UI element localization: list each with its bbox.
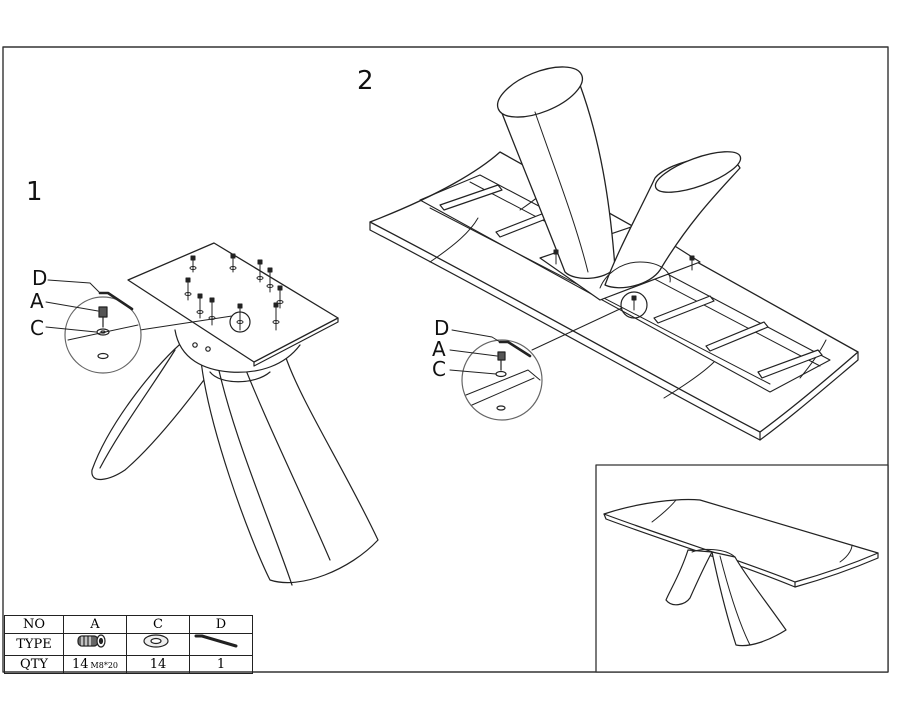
part-a-no: A [63,615,127,634]
part-c-no: C [126,615,190,634]
part-d-qty: 1 [189,655,253,674]
part-d-no: D [189,615,253,634]
row-label-no: NO [4,615,64,634]
step2-callout-a: A [432,337,446,361]
part-a-qty: 14 [71,657,89,672]
step2-detail-circle [449,329,543,421]
step2-callout-d: D [434,316,450,340]
step-1-number: 1 [26,177,43,207]
step2-table-illustration [369,66,859,441]
finished-table-inset [595,464,889,673]
step1-callout-c: C [30,316,44,340]
outer-frame [2,46,889,673]
step1-callout-d: D [32,266,48,290]
step-2-number: 2 [357,66,374,96]
step1-detail-circle [45,279,142,374]
step1-base-illustration [91,242,379,586]
step1-bolt-markers [184,253,284,331]
part-c-qty: 14 [126,655,190,674]
parts-table-row-no: NO A C D [4,615,253,634]
part-a-type-cell [63,633,127,656]
part-a-size: M8*20 [90,661,118,670]
row-label-type: TYPE [4,633,64,656]
step2-callout-c: C [432,357,446,381]
step1-callout-a: A [30,289,44,313]
part-d-type-cell [189,633,253,656]
part-c-type-cell [126,633,190,656]
row-label-qty: QTY [4,655,64,674]
parts-table-row-type: TYPE [4,633,253,656]
